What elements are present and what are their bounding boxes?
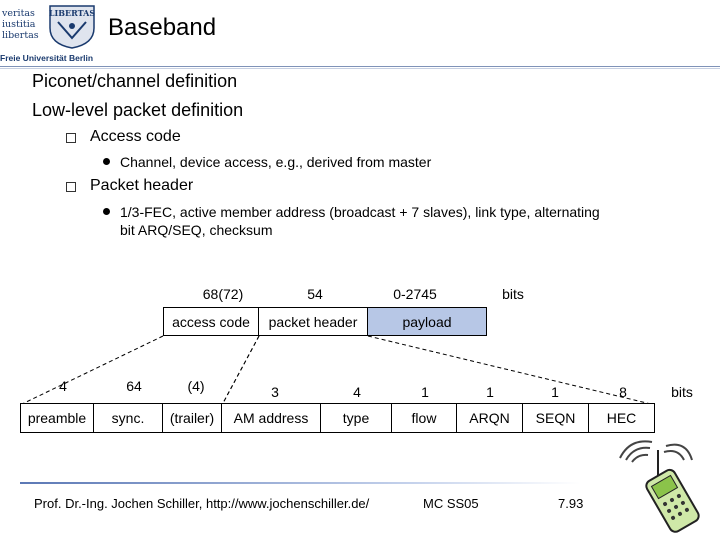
university-name: Freie Universität Berlin <box>0 53 94 63</box>
size-am-address: 3 <box>271 384 279 400</box>
field-arqn: ARQN <box>456 403 523 433</box>
field-payload: payload <box>367 307 487 336</box>
footer-author: Prof. Dr.-Ing. Jochen Schiller, http://w… <box>34 496 370 511</box>
page-number: 7.93 <box>558 496 584 511</box>
unit-bits-bottom: bits <box>671 384 693 400</box>
field-seqn: SEQN <box>522 403 589 433</box>
bullet-packet-header-detail-1: 1/3-FEC, active member address (broadcas… <box>120 204 600 220</box>
title-divider-light <box>0 68 720 69</box>
seal-text: LIBERTAS <box>49 8 95 18</box>
round-bullet-icon <box>103 208 110 215</box>
bullet-piconet: Piconet/channel definition <box>32 71 238 91</box>
bullet-packet-header-detail-2: bit ARQ/SEQ, checksum <box>120 222 273 238</box>
size-payload: 0-2745 <box>393 286 437 302</box>
bullet-packet-header: Packet header <box>90 177 194 194</box>
size-access-code: 68(72) <box>202 286 244 302</box>
unit-bits-top: bits <box>502 286 524 302</box>
square-bullet-icon <box>66 182 76 192</box>
field-flow: flow <box>391 403 457 433</box>
logo-line-1: veritas <box>2 8 35 19</box>
university-logo: veritas iustitia libertas LIBERTAS Freie… <box>0 0 100 64</box>
field-type: type <box>320 403 392 433</box>
size-preamble: 4 <box>59 378 67 394</box>
size-flow: 1 <box>421 384 429 400</box>
size-type: 4 <box>353 384 361 400</box>
square-bullet-icon <box>66 133 76 143</box>
size-seqn: 1 <box>551 384 559 400</box>
logo-line-2: iustitia <box>2 19 36 30</box>
mobile-phone-icon <box>619 440 700 533</box>
field-hec: HEC <box>588 403 655 433</box>
logo-line-3: libertas <box>2 30 39 41</box>
footer-course: MC SS05 <box>423 496 479 511</box>
field-packet-header: packet header <box>258 307 368 336</box>
field-am-address: AM address <box>221 403 321 433</box>
size-hec: 8 <box>619 384 627 400</box>
footer-divider <box>20 482 580 484</box>
bullet-access-code-detail: Channel, device access, e.g., derived fr… <box>120 154 432 170</box>
seal-icon: LIBERTAS <box>49 5 95 49</box>
field-sync: sync. <box>93 403 163 433</box>
bullet-low-level: Low-level packet definition <box>32 100 244 120</box>
field-preamble: preamble <box>20 403 94 433</box>
title-divider <box>0 66 720 67</box>
field-access-code: access code <box>163 307 259 336</box>
slide-title: Baseband <box>108 14 217 41</box>
size-trailer: (4) <box>187 378 205 394</box>
size-packet-header: 54 <box>307 286 323 302</box>
size-arqn: 1 <box>486 384 494 400</box>
bullet-access-code: Access code <box>90 128 181 145</box>
size-sync: 64 <box>126 378 142 394</box>
round-bullet-icon <box>103 158 110 165</box>
field-trailer: (trailer) <box>162 403 222 433</box>
